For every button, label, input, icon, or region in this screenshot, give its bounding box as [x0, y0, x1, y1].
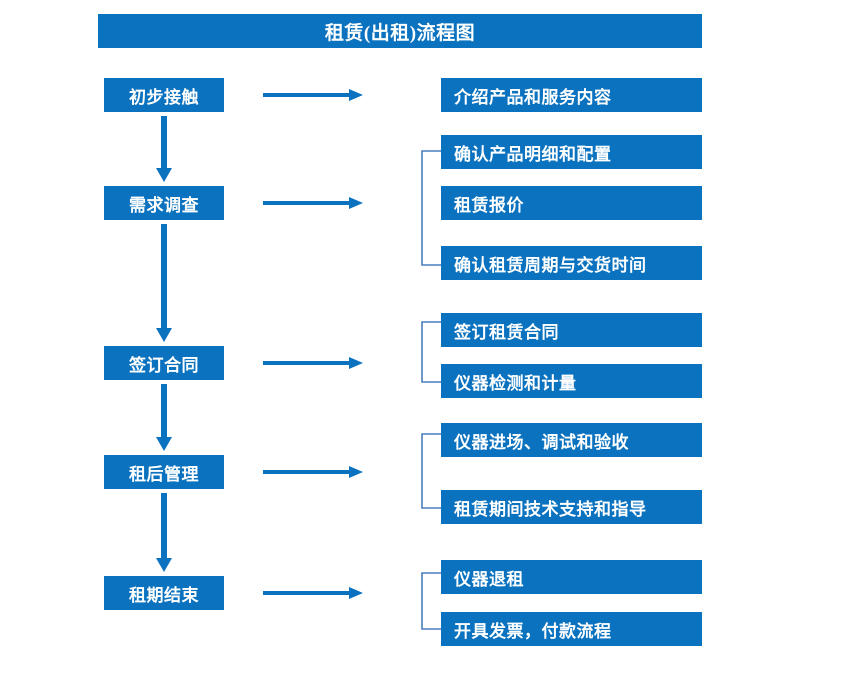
stage-box-3[interactable]: 签订合同 [104, 346, 224, 380]
right-arrow-icon-4 [263, 465, 363, 479]
detail-box-3[interactable]: 租赁报价 [441, 186, 702, 220]
right-arrow-icon-5 [263, 586, 363, 600]
stage-box-5[interactable]: 租期结束 [104, 576, 224, 610]
group-bracket-2 [421, 321, 442, 383]
right-arrow-icon-2 [263, 196, 363, 210]
stage-box-1[interactable]: 初步接触 [104, 78, 224, 112]
group-bracket-4 [421, 572, 442, 630]
group-bracket-3 [421, 433, 442, 509]
page-title: 租赁(出租)流程图 [98, 14, 702, 48]
right-arrow-icon-1 [263, 88, 363, 102]
detail-box-10[interactable]: 开具发票，付款流程 [441, 612, 702, 646]
detail-box-5[interactable]: 签订租赁合同 [441, 313, 702, 347]
detail-box-8[interactable]: 租赁期间技术支持和指导 [441, 490, 702, 524]
detail-box-7[interactable]: 仪器进场、调试和验收 [441, 423, 702, 457]
detail-box-1[interactable]: 介绍产品和服务内容 [441, 78, 702, 112]
down-arrow-icon-3 [155, 384, 173, 451]
down-arrow-icon-4 [155, 493, 173, 572]
detail-box-9[interactable]: 仪器退租 [441, 560, 702, 594]
group-bracket-1 [421, 150, 442, 266]
stage-box-4[interactable]: 租后管理 [104, 455, 224, 489]
detail-box-6[interactable]: 仪器检测和计量 [441, 364, 702, 398]
down-arrow-icon-1 [155, 116, 173, 182]
down-arrow-icon-2 [155, 224, 173, 342]
stage-box-2[interactable]: 需求调查 [104, 186, 224, 220]
detail-box-4[interactable]: 确认租赁周期与交货时间 [441, 246, 702, 280]
detail-box-2[interactable]: 确认产品明细和配置 [441, 135, 702, 169]
right-arrow-icon-3 [263, 356, 363, 370]
